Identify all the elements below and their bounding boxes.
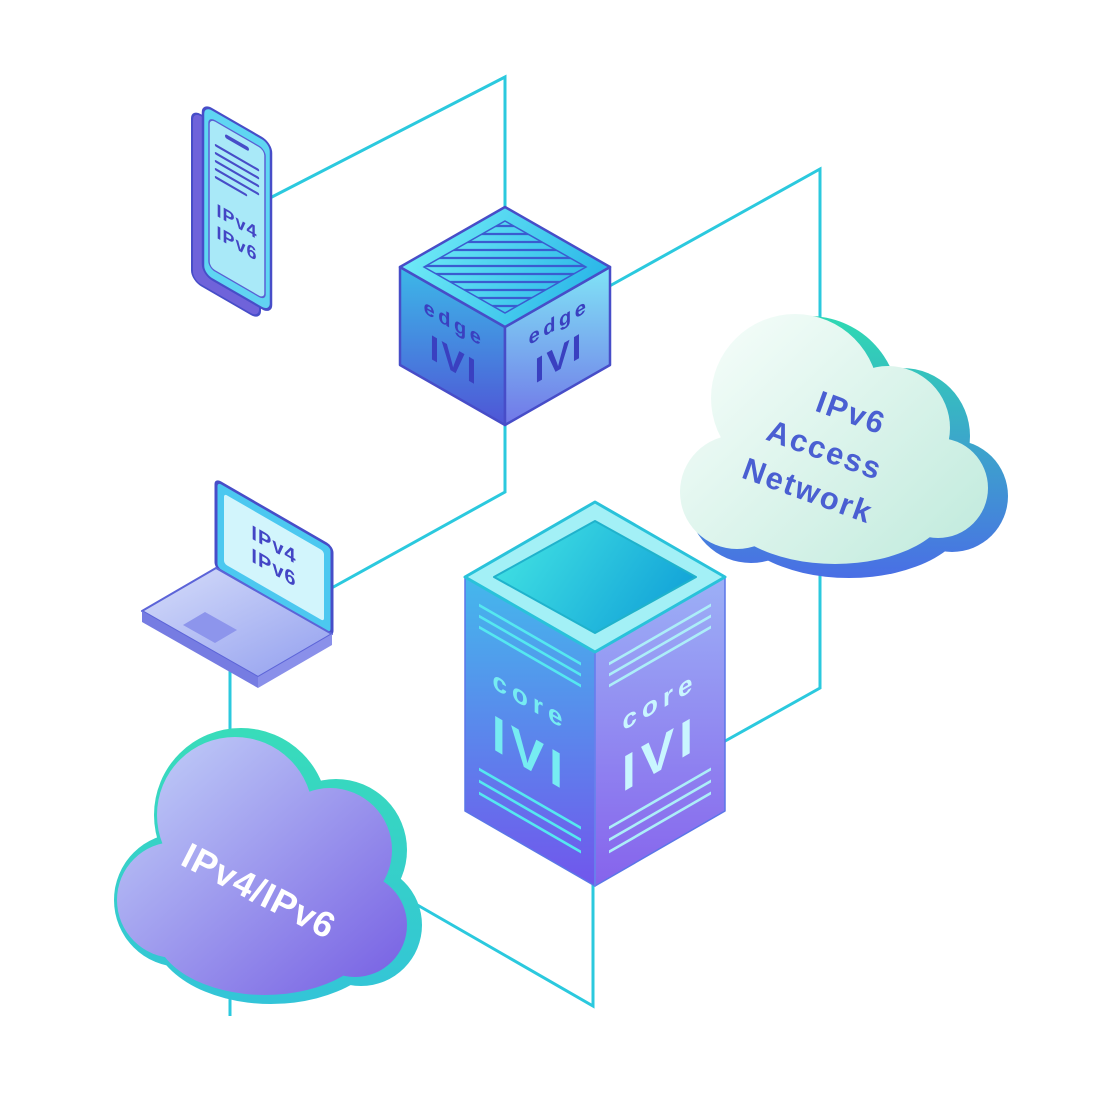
laptop-base-front	[142, 611, 258, 688]
access-cloud-body	[680, 314, 988, 564]
core-router: core IVI core IVI	[463, 500, 727, 887]
laptop-trackpad	[183, 612, 237, 643]
phone-text-line	[214, 144, 260, 172]
connector-phone-to-edge	[267, 74, 507, 215]
phone-speaker-notch	[225, 134, 249, 151]
edge-vent-frame	[422, 220, 588, 314]
laptop-display	[224, 494, 324, 621]
phone-text-line	[214, 160, 260, 188]
phone-text-line	[214, 176, 248, 197]
access-cloud: IPv6 Access Network	[680, 314, 1008, 578]
laptop-device: IPv4 IPv6	[141, 480, 334, 688]
dualstack-cloud-body	[117, 737, 407, 995]
laptop-base-right	[258, 634, 332, 688]
phone-device: IPv4 IPv6	[191, 106, 273, 317]
edge-router: edge IVI edge IVI	[398, 205, 612, 427]
connector-edge-to-laptop	[327, 420, 507, 592]
phone-text-line	[214, 168, 260, 196]
phone-screen-text-lines	[214, 144, 260, 197]
phone-text-line	[214, 152, 260, 180]
access-cloud-label: IPv6 Access Network	[738, 384, 891, 530]
dualstack-cloud: IPv4/IPv6	[114, 728, 422, 1004]
connector-dualstack-cloud-to-core	[399, 884, 595, 1009]
phone-screen	[208, 119, 266, 299]
core-top-inner	[493, 520, 697, 634]
